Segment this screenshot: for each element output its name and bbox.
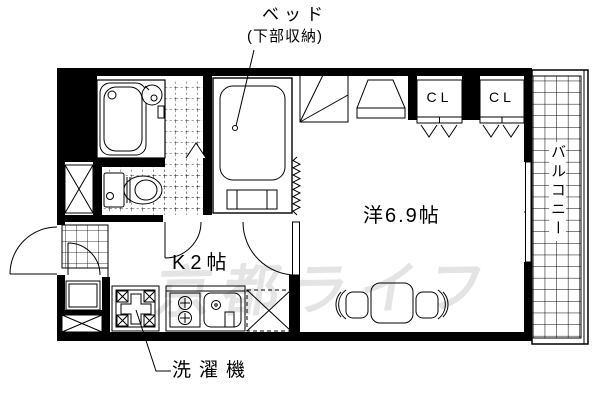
bed-drawer	[226, 189, 278, 210]
chair-left	[345, 291, 369, 319]
washing-machine-label: 洗濯機	[172, 360, 254, 381]
bathroom	[96, 79, 207, 159]
refrigerator-space	[246, 289, 292, 332]
washer-leader-line	[135, 309, 171, 372]
kitchen-label: K2帖	[172, 252, 232, 274]
balcony-window	[524, 161, 532, 263]
corner-shelf	[299, 74, 349, 123]
dining-set	[335, 282, 449, 324]
walls	[57, 68, 532, 341]
bed	[212, 77, 293, 214]
closet-1-label: CL	[426, 89, 453, 105]
hall-door	[67, 242, 101, 276]
bed-storage-label: (下部収納)	[247, 28, 323, 45]
entrance-door	[9, 226, 58, 275]
closet-2-label: CL	[489, 89, 515, 105]
room-door	[242, 221, 300, 276]
closet-2	[479, 79, 525, 138]
balcony-label: バルコニー	[549, 142, 566, 241]
toilet	[103, 172, 163, 208]
chair-right	[415, 291, 439, 319]
kitchen-counter	[165, 285, 246, 332]
stove	[169, 292, 201, 328]
closet-1	[416, 79, 463, 138]
pan-corner-drains	[116, 290, 156, 327]
shoe-cabinet	[65, 280, 101, 311]
pipe-space-upper	[64, 164, 94, 214]
pipe-space-lower	[61, 314, 103, 333]
wall-desk	[356, 79, 406, 119]
entrance-tile-floor	[61, 224, 109, 277]
bathtub	[99, 82, 147, 156]
bed-leader-line	[232, 49, 255, 131]
western-room-label: 洋6.9帖	[363, 205, 441, 227]
bed-label: ベッド	[262, 5, 328, 24]
table	[370, 282, 414, 324]
accordion-curtain	[291, 156, 302, 216]
washroom-door	[164, 221, 202, 259]
wash-basin	[141, 84, 163, 106]
bathroom-folding-door	[185, 142, 207, 159]
washing-machine-pan	[111, 285, 160, 332]
kitchen-sink	[203, 292, 242, 328]
